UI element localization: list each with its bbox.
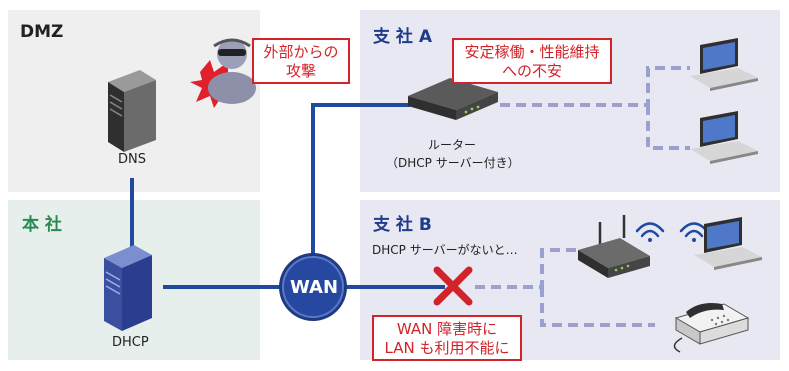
no-dhcp-label: DHCP サーバーがないと… — [372, 243, 518, 257]
laptop-icon — [694, 217, 762, 270]
dhcp-server-icon — [104, 245, 152, 331]
branch-a-title: 支 社 A — [373, 27, 432, 47]
dmz-title: DMZ — [20, 22, 64, 42]
router-label-line1: ルーター — [428, 138, 477, 152]
wan-node — [279, 253, 347, 321]
branch-b-title: 支 社 B — [373, 215, 432, 235]
branch-a-callout: 安定稼働・性能維持 への不安 — [452, 38, 612, 84]
attack-callout-line1: 外部からの — [263, 43, 339, 61]
wireless-router-icon — [578, 215, 650, 278]
wifi-icon — [635, 222, 665, 242]
wan-failure-callout-line1: WAN 障害時に — [396, 320, 498, 338]
backbone-links — [130, 103, 445, 289]
wan-failure-callout-line2: LAN も利用不能に — [384, 339, 510, 357]
dhcp-label: DHCP — [112, 335, 149, 350]
branch-a-lan-links — [500, 66, 690, 150]
x-mark-icon — [433, 266, 473, 306]
router-label-line2: （DHCP サーバー付き） — [386, 156, 520, 170]
dns-server-icon — [108, 70, 156, 152]
dns-label: DNS — [118, 152, 146, 167]
wifi-icon — [679, 222, 709, 242]
telephone-icon — [673, 303, 750, 353]
wan-failure-callout: WAN 障害時に LAN も利用不能に — [372, 315, 522, 361]
laptop-icon — [690, 111, 758, 164]
wan-label: WAN — [290, 277, 339, 298]
hacker-icon — [190, 38, 256, 108]
honsha-title: 本 社 — [22, 215, 62, 235]
router-icon — [408, 78, 498, 120]
branch-b-lan-links — [475, 248, 655, 327]
branch-a-callout-line1: 安定稼働・性能維持 — [464, 43, 600, 61]
laptop-icon — [690, 38, 758, 91]
attack-callout: 外部からの 攻撃 — [252, 38, 350, 84]
branch-a-callout-line2: への不安 — [501, 62, 562, 80]
attack-callout-line2: 攻撃 — [285, 62, 316, 80]
